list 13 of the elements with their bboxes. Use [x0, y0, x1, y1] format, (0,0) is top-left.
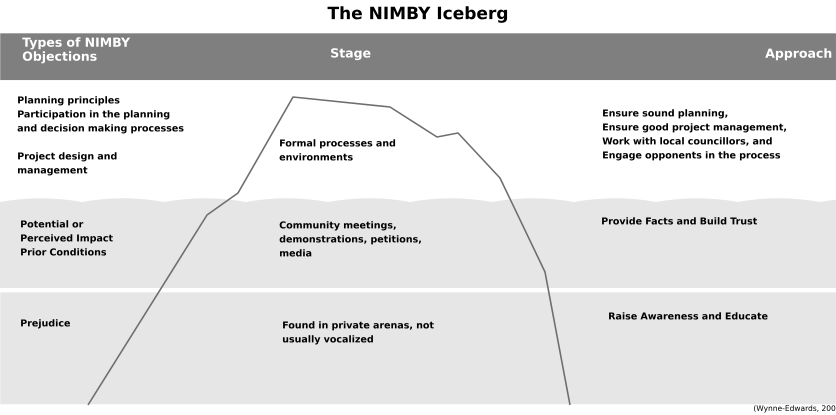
band: Prejudice Found in private arenas, not usually vocalized Raise Awareness and Educate — [0, 292, 836, 404]
band: Planning principles Participation in the planning and decision making processes Project design and management Formal processes and environments Ensure sound planning, Ensure good project management, Work with local councillors, and Engage opponents in the process — [0, 80, 836, 196]
node-label: Work with local councillors, and — [602, 137, 772, 146]
node-label: Project design and management — [18, 152, 116, 176]
header-bar: Types of NIMBY Objections Stage Approach — [0, 33, 836, 80]
node-label: Planning principles — [18, 96, 120, 106]
node-label: Ensure good project management, — [603, 123, 786, 132]
node-label: Participation in the planning and decision making processes — [18, 110, 184, 134]
node-label: Ensure sound planning, — [603, 109, 728, 118]
title: The NIMBY Iceberg — [328, 6, 508, 23]
node-label: Engage opponents in the process — [603, 151, 780, 160]
node-label: Formal processes and environments — [280, 139, 396, 161]
band: Potential or Perceived Impact Prior Conditions Community meetings, demonstrations, petitions, media Provide Facts and Build Trust — [0, 198, 836, 288]
